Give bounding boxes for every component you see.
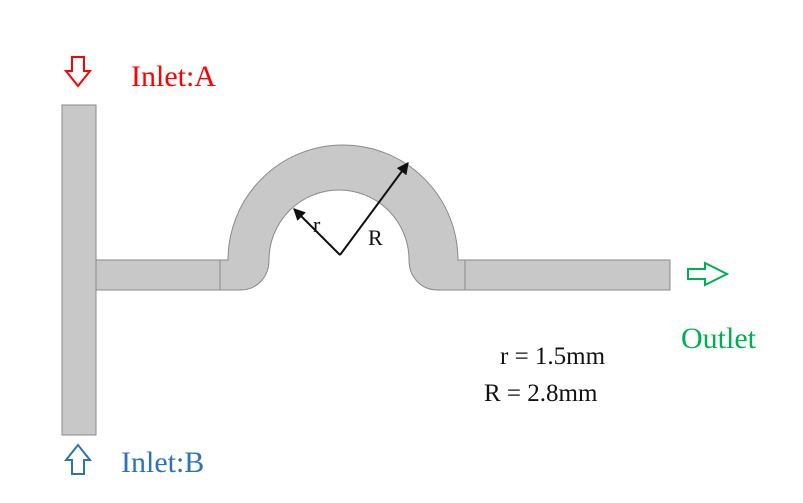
inlet-a-label: Inlet:A bbox=[131, 60, 216, 93]
outlet-label: Outlet bbox=[681, 322, 757, 355]
left-horizontal-channel bbox=[95, 259, 221, 291]
right-horizontal-channel bbox=[464, 259, 671, 291]
outer-radius-arrow bbox=[339, 162, 409, 256]
hollow-arrow-down-icon bbox=[63, 56, 93, 88]
inner-radius-arrow bbox=[293, 208, 341, 256]
arch-channel bbox=[219, 144, 466, 291]
inner-radius-value: r = 1.5mm bbox=[500, 343, 606, 370]
vertical-inlet-channel bbox=[61, 104, 97, 436]
r-symbol-label: r bbox=[313, 212, 321, 237]
hollow-arrow-up-icon bbox=[63, 443, 93, 475]
outer-radius-value: R = 2.8mm bbox=[484, 380, 598, 407]
inlet-b-label: Inlet:B bbox=[121, 446, 204, 479]
R-symbol-label: R bbox=[368, 225, 383, 250]
hollow-arrow-right-icon bbox=[687, 261, 730, 287]
